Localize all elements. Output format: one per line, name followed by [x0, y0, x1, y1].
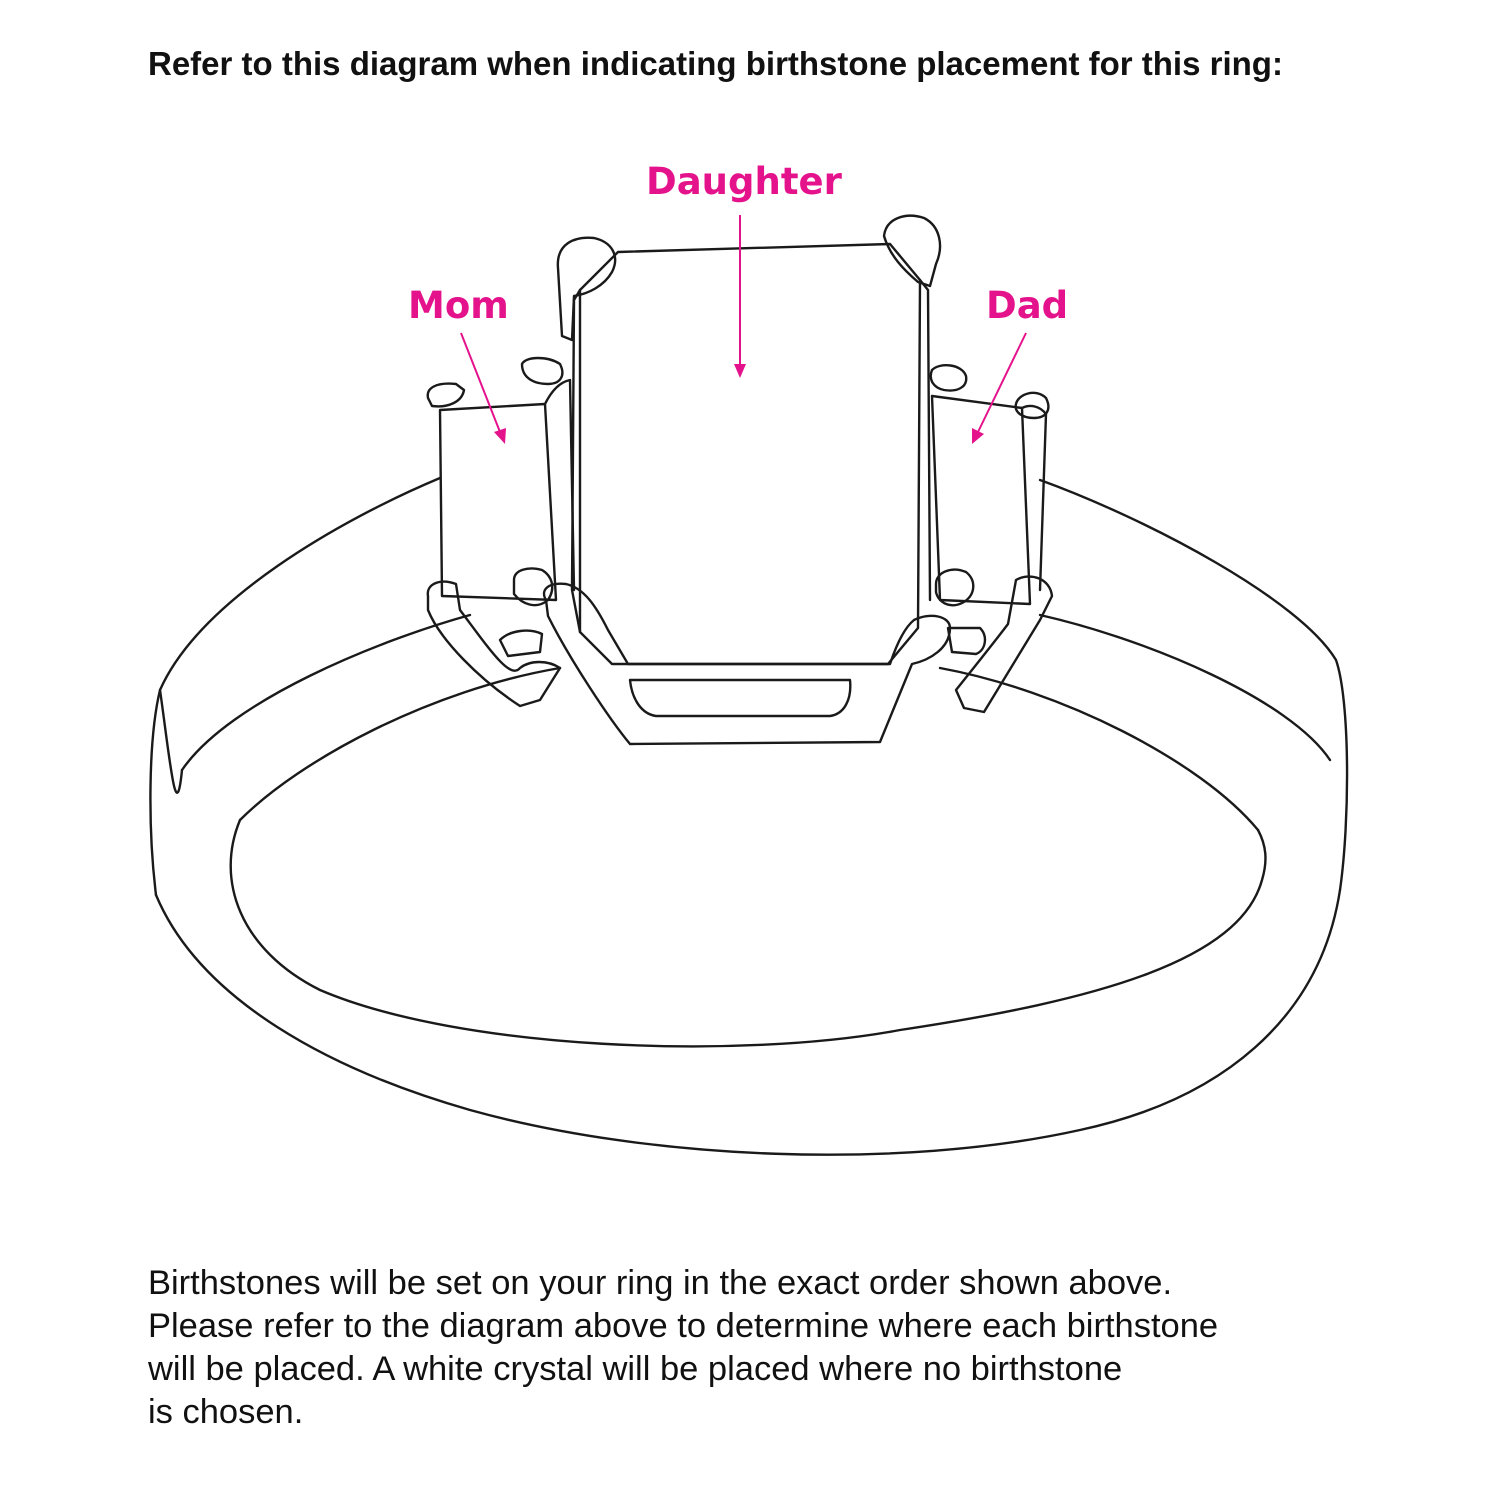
ring-line-art [149, 214, 1349, 1156]
center-stone-outline [578, 242, 922, 666]
right-prong-top-a [929, 364, 968, 392]
mom-arrow-head [494, 428, 506, 444]
left-basket-prong [512, 567, 554, 607]
center-stone-right-side [918, 278, 932, 602]
center-prong-top-right [882, 214, 942, 288]
pointer-arrows [460, 215, 1027, 444]
note-line: Please refer to the diagram above to det… [148, 1307, 1219, 1345]
center-prong-top-left [556, 236, 617, 342]
page-heading: Refer to this diagram when indicating bi… [148, 45, 1283, 82]
right-basket [954, 575, 1054, 714]
label-dad: Dad [986, 284, 1069, 327]
left-basket [426, 580, 562, 708]
center-basket-window [628, 678, 852, 718]
daughter-arrow-head [734, 364, 746, 378]
band-inner-top [238, 666, 1260, 832]
band-inner-width [180, 613, 1332, 772]
right-prong-top-b [1014, 391, 1050, 420]
left-stone-outline [438, 402, 558, 602]
right-basket-window [946, 626, 987, 656]
dad-arrow-head [972, 428, 984, 444]
left-prong-top-a [426, 382, 466, 408]
band-inner-bottom [229, 818, 1267, 1048]
band-left-side [158, 688, 184, 794]
band-outer-bottom [154, 888, 1342, 1156]
left-stone-side [543, 378, 576, 592]
center-basket [542, 582, 952, 746]
mom-arrow-line [460, 332, 501, 433]
left-basket-window [498, 629, 544, 658]
right-basket-prong [934, 568, 975, 607]
dad-arrow-line [977, 332, 1027, 433]
note-line: will be placed. A white crystal will be … [148, 1350, 1123, 1388]
note-line: Birthstones will be set on your ring in … [148, 1264, 1173, 1302]
label-mom: Mom [408, 284, 509, 327]
label-daughter: Daughter [646, 160, 842, 203]
band-top-left [149, 476, 442, 897]
placement-note: Birthstones will be set on your ring in … [148, 1262, 1448, 1434]
band-top-right [1038, 478, 1349, 892]
note-line: is chosen. [148, 1393, 304, 1431]
left-prong-top-b [520, 356, 564, 386]
